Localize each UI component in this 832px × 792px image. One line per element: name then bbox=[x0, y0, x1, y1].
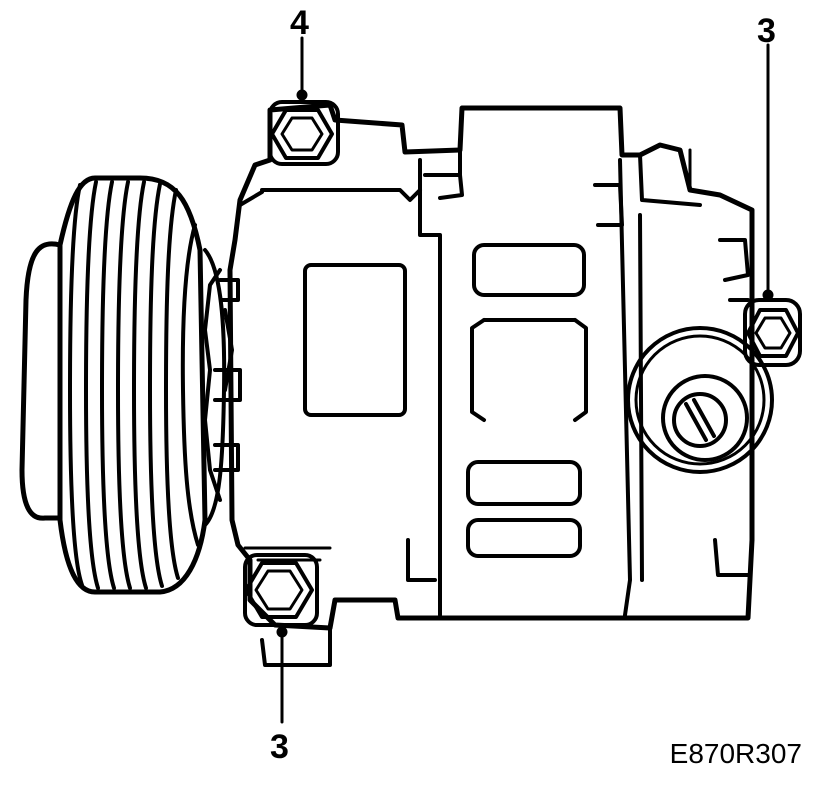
rear-port bbox=[626, 326, 774, 474]
housing-seams bbox=[406, 148, 750, 617]
hex-bolt-icon bbox=[743, 298, 802, 367]
housing-panels bbox=[303, 243, 588, 558]
callout-lower-bolt: 3 bbox=[270, 728, 289, 766]
hex-bolt-icon bbox=[243, 553, 319, 627]
hex-bolt-icon bbox=[268, 100, 340, 166]
figure-code: E870R307 bbox=[669, 738, 802, 769]
callout-upper-bolt: 4 bbox=[290, 4, 309, 42]
pulley-icon bbox=[19, 175, 227, 595]
callout-right-bolt: 3 bbox=[757, 12, 776, 50]
leader-lines bbox=[276, 36, 774, 724]
compressor-housing bbox=[227, 102, 755, 667]
